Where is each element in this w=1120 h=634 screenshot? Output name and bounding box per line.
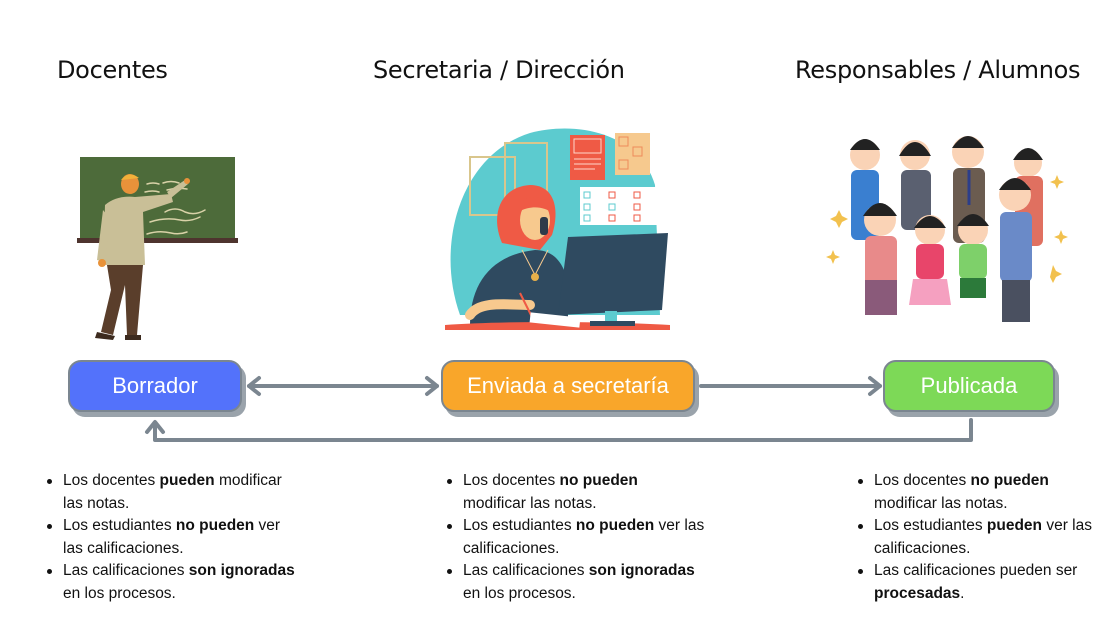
families-illustration bbox=[826, 136, 1068, 322]
column-title-docentes: Docentes bbox=[57, 56, 168, 84]
notes-borrador: Los docentes pueden modificar las notas.… bbox=[45, 470, 295, 605]
note-emphasis: no pueden bbox=[175, 517, 255, 534]
note-text: Los estudiantes bbox=[463, 517, 576, 534]
note-emphasis: pueden bbox=[986, 517, 1043, 534]
note-text: ver las calificaciones. bbox=[463, 517, 705, 557]
note-text: Las calificaciones bbox=[63, 562, 189, 579]
note-emphasis: no pueden bbox=[575, 517, 655, 534]
note-text: . bbox=[960, 584, 965, 602]
note-item: Las calificaciones pueden ser procesadas… bbox=[856, 560, 1106, 605]
note-emphasis: no pueden bbox=[559, 472, 638, 489]
note-text: modificar las notas. bbox=[874, 494, 1008, 512]
column-title-responsables: Responsables / Alumnos bbox=[795, 56, 1081, 84]
note-text: Los estudiantes bbox=[63, 517, 176, 534]
teacher-illustration bbox=[77, 157, 238, 340]
arrowhead-up-borrador bbox=[145, 420, 165, 434]
arrowhead-right-enviada bbox=[425, 376, 439, 396]
note-text: modificar las notas. bbox=[463, 494, 597, 512]
note-emphasis: procesadas bbox=[874, 584, 961, 602]
state-borrador[interactable]: Borrador bbox=[68, 360, 242, 412]
note-text: Los docentes bbox=[63, 472, 160, 489]
note-item: Las calificaciones son ignoradas en los … bbox=[445, 560, 705, 605]
computer-monitor bbox=[558, 233, 668, 315]
arrowhead-right-publicada bbox=[868, 376, 882, 396]
note-text: Los docentes bbox=[874, 472, 971, 489]
checklist bbox=[580, 187, 660, 225]
note-item: Los docentes no pueden modificar las not… bbox=[856, 470, 1106, 515]
note-text: en los procesos. bbox=[463, 584, 576, 602]
note-text: ver las calificaciones. bbox=[63, 517, 281, 557]
note-emphasis: son ignoradas bbox=[588, 562, 695, 579]
state-publicada[interactable]: Publicada bbox=[883, 360, 1055, 412]
note-text: Los estudiantes bbox=[874, 517, 987, 534]
note-item: Los docentes pueden modificar las notas. bbox=[45, 470, 295, 515]
red-document bbox=[570, 135, 605, 180]
note-text: modificar las notas. bbox=[63, 472, 282, 512]
note-item: Los docentes no pueden modificar las not… bbox=[445, 470, 705, 515]
arrowhead-left-borrador bbox=[247, 376, 261, 396]
note-item: Los estudiantes no pueden ver las califi… bbox=[45, 515, 295, 560]
state-enviada-label: Enviada a secretaría bbox=[467, 373, 669, 398]
sparkle-icons bbox=[826, 175, 1068, 283]
state-publicada-label: Publicada bbox=[920, 373, 1018, 398]
state-borrador-label: Borrador bbox=[112, 373, 198, 398]
note-text: Las calificaciones pueden ser bbox=[874, 562, 1078, 579]
column-title-secretaria: Secretaria / Dirección bbox=[373, 56, 625, 84]
notes-publicada: Los docentes no pueden modificar las not… bbox=[856, 470, 1106, 605]
note-text: Los docentes bbox=[463, 472, 560, 489]
note-text: Las calificaciones bbox=[463, 562, 589, 579]
note-text: en los procesos. bbox=[63, 584, 176, 602]
note-emphasis: no pueden bbox=[970, 472, 1049, 489]
note-item: Los estudiantes pueden ver las calificac… bbox=[856, 515, 1106, 560]
chalkboard-ledge bbox=[77, 238, 238, 243]
note-item: Los estudiantes no pueden ver las califi… bbox=[445, 515, 705, 560]
secretary-illustration bbox=[445, 128, 670, 330]
note-emphasis: pueden bbox=[159, 472, 215, 489]
note-text: ver las calificaciones. bbox=[874, 517, 1092, 557]
state-enviada-secretaria[interactable]: Enviada a secretaría bbox=[441, 360, 695, 412]
connector-publicada-borrador bbox=[153, 418, 973, 442]
note-item: Las calificaciones son ignoradas en los … bbox=[45, 560, 295, 605]
note-emphasis: son ignoradas bbox=[188, 562, 295, 579]
notes-enviada: Los docentes no pueden modificar las not… bbox=[445, 470, 705, 605]
